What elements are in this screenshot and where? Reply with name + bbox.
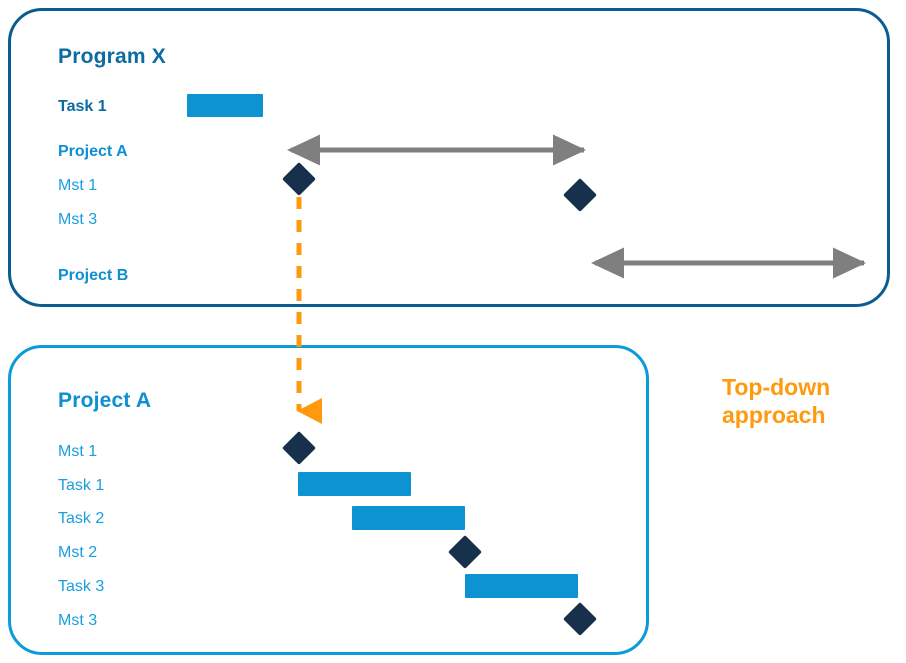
project-row-label-task-2: Task 2 (58, 510, 105, 527)
program-panel-title: Program X (58, 45, 166, 68)
project-panel-title: Project A (58, 389, 152, 412)
program-bar-task-1[interactable] (187, 94, 263, 117)
program-panel (8, 8, 890, 307)
program-row-label-task-1: Task 1 (58, 98, 107, 115)
project-row-label-mst-3: Mst 3 (58, 612, 98, 629)
project-row-label-mst-1: Mst 1 (58, 443, 98, 460)
program-row-label-project-a: Project A (58, 143, 128, 160)
project-bar-task-1[interactable] (298, 472, 411, 496)
project-row-label-task-3: Task 3 (58, 578, 105, 595)
project-panel (8, 345, 649, 655)
top-down-approach-callout: Top-down approach (722, 374, 831, 429)
project-row-label-mst-2: Mst 2 (58, 544, 98, 561)
program-row-label-mst-1: Mst 1 (58, 177, 98, 194)
project-bar-task-2[interactable] (352, 506, 465, 530)
program-row-label-mst-3: Mst 3 (58, 211, 98, 228)
project-row-label-task-1: Task 1 (58, 477, 105, 494)
program-row-label-project-b: Project B (58, 267, 129, 284)
project-bar-task-3[interactable] (465, 574, 578, 598)
